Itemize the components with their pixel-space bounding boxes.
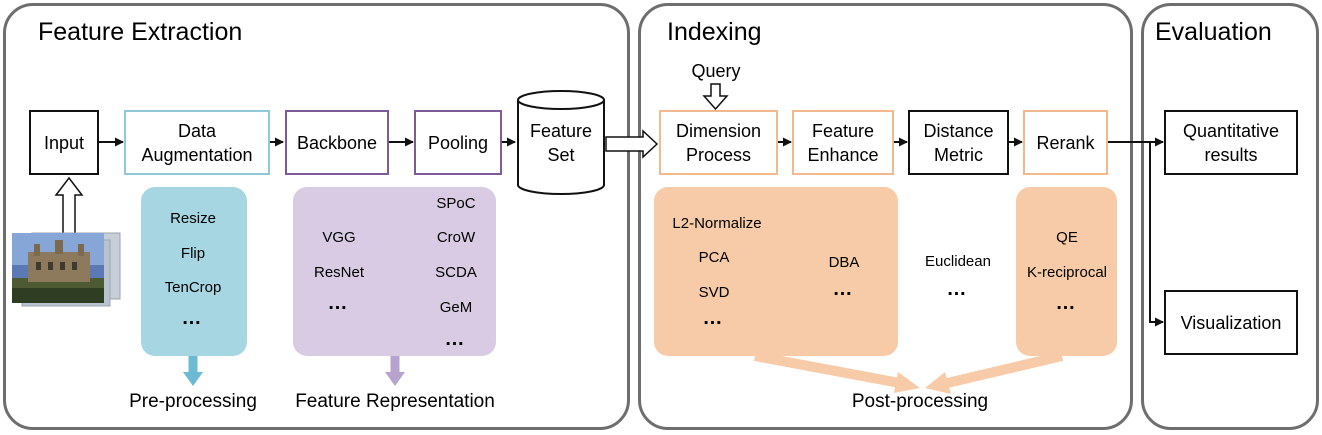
pooling-item: SCDA — [435, 264, 477, 281]
quantitative-results-box: Quantitative results — [1164, 110, 1298, 175]
pooling-box: Pooling — [414, 110, 502, 175]
evaluation-title: Evaluation — [1155, 18, 1272, 46]
visualization-box: Visualization — [1164, 290, 1298, 355]
backbone-item: ResNet — [313, 264, 365, 281]
query-label: Query — [691, 61, 741, 81]
dimension-enhance-panel — [654, 187, 898, 356]
feature-representation-caption: Feature Representation — [295, 391, 495, 412]
rerank-item: QE — [1056, 229, 1078, 246]
rerank-label: Rerank — [1036, 132, 1095, 153]
feature-set-label-line1: Feature — [529, 121, 593, 141]
preprocessing-item: Resize — [170, 210, 216, 227]
preprocessing-panel — [141, 187, 247, 356]
input-images-thumbnail — [12, 232, 121, 307]
postprocessing-caption: Post-processing — [851, 391, 989, 412]
preprocessing-item: Flip — [180, 245, 206, 262]
pooling-ellipsis: … — [444, 328, 468, 350]
dimension-item: L2-Normalize — [672, 215, 762, 232]
rerank-panel — [1016, 187, 1117, 356]
feature-extraction-title: Feature Extraction — [38, 18, 243, 46]
preprocessing-ellipsis: … — [181, 307, 205, 329]
preprocessing-caption: Pre-processing — [129, 391, 257, 412]
distance-ellipsis: … — [946, 278, 970, 300]
data-augmentation-label-line1: Data — [177, 120, 216, 141]
distance-metric-label-line1: Distance — [923, 120, 994, 141]
feature-enhance-label-line1: Feature — [811, 120, 875, 141]
rerank-box: Rerank — [1023, 110, 1108, 175]
dimension-process-label-line2: Process — [685, 144, 751, 165]
data-augmentation-label-line2: Augmentation — [141, 144, 253, 165]
dimension-item: SVD — [698, 284, 730, 301]
visualization-label: Visualization — [1180, 312, 1282, 333]
pooling-label: Pooling — [427, 132, 489, 153]
feature-set-label-line2: Set — [547, 145, 575, 165]
backbone-box: Backbone — [285, 110, 389, 175]
pooling-item: SPoC — [436, 195, 476, 212]
dimension-item: PCA — [698, 249, 730, 266]
rerank-item: K-reciprocal — [1026, 264, 1108, 281]
indexing-title: Indexing — [667, 18, 762, 46]
quantitative-results-label-line2: results — [1204, 144, 1258, 165]
feature-representation-panel — [293, 187, 496, 356]
preprocessing-item: TenCrop — [164, 279, 222, 296]
evaluation-stage — [1141, 3, 1319, 430]
input-label: Input — [43, 132, 85, 153]
rerank-ellipsis: … — [1055, 292, 1079, 314]
pooling-item: GeM — [439, 299, 473, 316]
feature-set-cylinder — [517, 90, 605, 195]
enhance-ellipsis: … — [832, 278, 856, 300]
enhance-item: DBA — [828, 254, 860, 271]
dimension-process-label-line1: Dimension — [675, 120, 762, 141]
backbone-item: VGG — [322, 229, 356, 246]
backbone-ellipsis: … — [327, 292, 351, 314]
backbone-label: Backbone — [296, 132, 378, 153]
feature-enhance-label-line2: Enhance — [807, 144, 879, 165]
pooling-item: CroW — [436, 229, 476, 246]
quantitative-results-label-line1: Quantitative — [1182, 120, 1280, 141]
dimension-ellipsis: … — [702, 307, 726, 329]
input-box: Input — [29, 110, 99, 175]
distance-metric-label-line2: Metric — [934, 144, 983, 165]
distance-item: Euclidean — [925, 253, 991, 270]
